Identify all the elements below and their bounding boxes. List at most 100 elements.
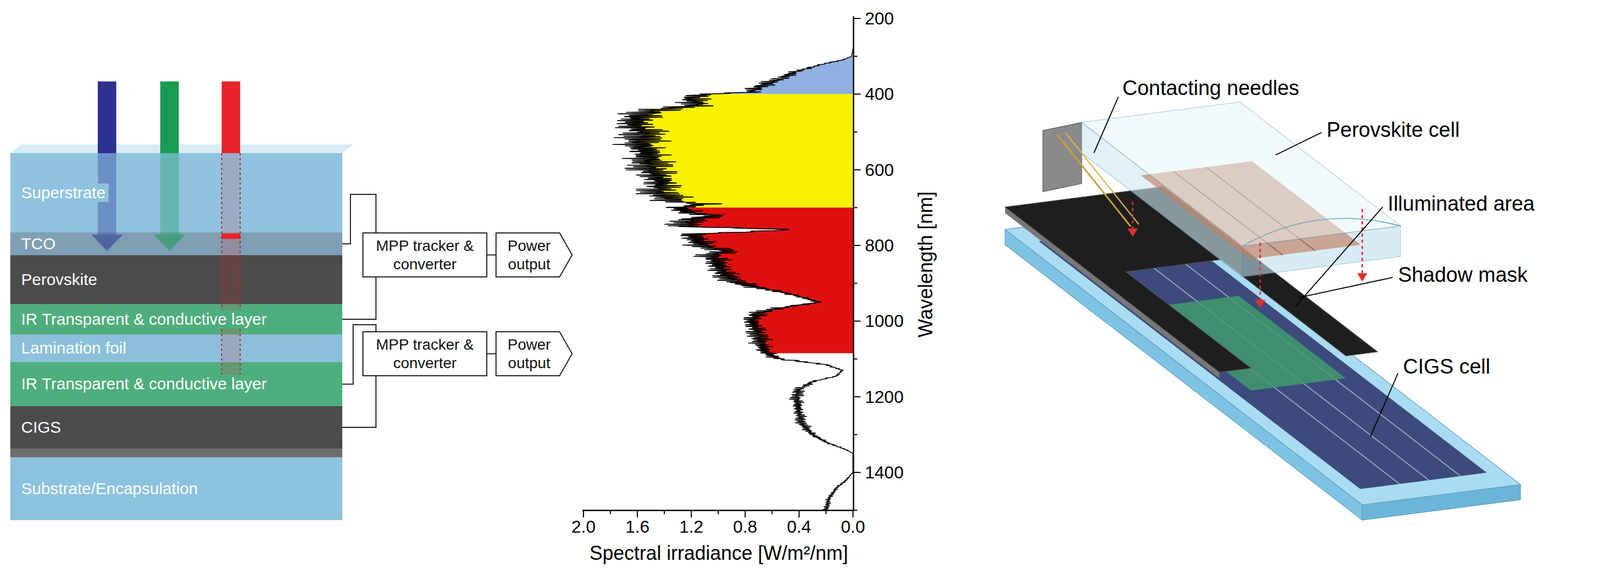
- layer-band: Perovskite: [10, 255, 343, 305]
- contact-needle: [1065, 132, 1139, 225]
- output-arrow-shape: [496, 331, 573, 376]
- connector-line: [342, 277, 376, 320]
- layer-label: IR Transparent & conductive layer: [17, 310, 271, 330]
- green-arrow-head: [153, 234, 186, 252]
- axis-tick: [853, 17, 861, 20]
- layer-label: CIGS: [17, 418, 65, 438]
- converter-box: MPP tracker & converter: [362, 331, 488, 377]
- callout-label: Contacting needles: [1122, 77, 1300, 102]
- converter-box: MPP tracker & converter: [362, 232, 488, 278]
- layer-label: IR Transparent & conductive layer: [17, 374, 271, 394]
- tick-label: 800: [864, 235, 894, 256]
- leader-line: [1297, 277, 1394, 299]
- spectrum: [612, 48, 853, 511]
- callout-label: Shadow mask: [1397, 263, 1528, 288]
- ir-layer-band: [10, 362, 343, 407]
- connector-line: [487, 254, 496, 256]
- output-arrow: Power output: [495, 331, 573, 377]
- tick-label: 1200: [864, 386, 904, 407]
- leader-line: [1093, 96, 1119, 153]
- axis-tick: [853, 320, 861, 322]
- layer-band: TCO: [10, 232, 343, 256]
- axis-tick: [853, 245, 861, 247]
- leader-lines: [1093, 96, 1398, 437]
- tick-label: 1.2: [679, 517, 704, 538]
- tick-label: 600: [864, 159, 894, 180]
- green-arrow: [160, 81, 179, 154]
- layer-label: Substrate/Encapsulation: [17, 479, 202, 499]
- tick-label: 0.4: [787, 517, 812, 538]
- light-path-head: [1255, 299, 1266, 309]
- lamination-band: [10, 334, 343, 363]
- tick-label: 2.0: [571, 517, 596, 538]
- axis-tick: [636, 510, 638, 518]
- tick-label: 1000: [864, 311, 904, 332]
- connector-line: [342, 376, 376, 428]
- light-path-head: [1357, 273, 1368, 282]
- layer-band: Lamination foil: [10, 334, 343, 363]
- output-arrow: Power output: [495, 232, 573, 278]
- axis-tick: [852, 510, 854, 518]
- layer-label: TCO: [17, 234, 59, 254]
- axis-tick: [744, 510, 746, 518]
- x-axis: [582, 510, 855, 512]
- axis-tick: [853, 396, 861, 398]
- tick-label: 0.0: [841, 517, 865, 538]
- contact-needle: [1057, 134, 1131, 227]
- tco-band: [10, 232, 343, 256]
- axis-tick: [853, 169, 861, 171]
- light-path: [1131, 202, 1134, 229]
- green-arrow: [160, 153, 179, 235]
- layer-label: Superstrate: [17, 183, 109, 203]
- y-axis: [852, 16, 855, 512]
- red-arrow: [221, 153, 241, 375]
- red-arrow: [221, 81, 241, 154]
- layer-band: IR Transparent & conductive layer: [10, 362, 343, 407]
- layer-stack: [10, 144, 354, 521]
- glass-cut: [1242, 218, 1401, 247]
- leader-line: [1295, 206, 1383, 306]
- box-label: MPP tracker & converter: [367, 335, 482, 373]
- axis-tick: [582, 510, 585, 518]
- cigs-band: [10, 406, 343, 449]
- blue-arrow: [97, 81, 117, 154]
- tick-label: 0.8: [732, 517, 757, 538]
- ir-layer-band: [10, 304, 343, 335]
- leader-line: [1275, 132, 1322, 155]
- layer-band: IR Transparent & conductive layer: [10, 304, 343, 335]
- box-label: Power output: [499, 335, 559, 373]
- setup-illustration: [1005, 96, 1521, 520]
- light-path: [1259, 242, 1261, 300]
- axis-ticks: [583, 18, 861, 518]
- light-path: [1361, 209, 1364, 274]
- tick-label: 400: [864, 84, 894, 105]
- callout-label: Perovskite cell: [1326, 118, 1460, 143]
- tick-label: 200: [864, 8, 894, 29]
- axis-title: Spectral irradiance [W/m²/nm]: [589, 542, 849, 565]
- red-arrow-dotted: [239, 153, 241, 375]
- connector-line: [487, 353, 496, 355]
- axis-tick: [690, 510, 692, 518]
- spectrum-chart: [582, 16, 861, 518]
- callout-label: CIGS cell: [1403, 355, 1491, 380]
- light-path-head: [1127, 228, 1138, 237]
- red-arrow-dotted: [221, 153, 223, 375]
- leader-line: [1370, 373, 1398, 437]
- layer-label: Perovskite: [17, 270, 101, 290]
- substrate-band: [10, 457, 343, 521]
- axis-tick: [853, 93, 861, 95]
- perovskite-band: [10, 255, 343, 305]
- layer-band: Substrate/Encapsulation: [10, 457, 343, 521]
- axis-title: Wavelength [nm]: [914, 191, 937, 338]
- stack-top-face: [10, 144, 354, 154]
- layer-label: Lamination foil: [17, 339, 130, 359]
- callout-label: Illuminated area: [1387, 192, 1535, 217]
- box-label: MPP tracker & converter: [367, 236, 482, 274]
- layer-band: CIGS: [10, 406, 343, 449]
- axis-tick: [853, 472, 861, 474]
- back-contact-band: [10, 448, 343, 458]
